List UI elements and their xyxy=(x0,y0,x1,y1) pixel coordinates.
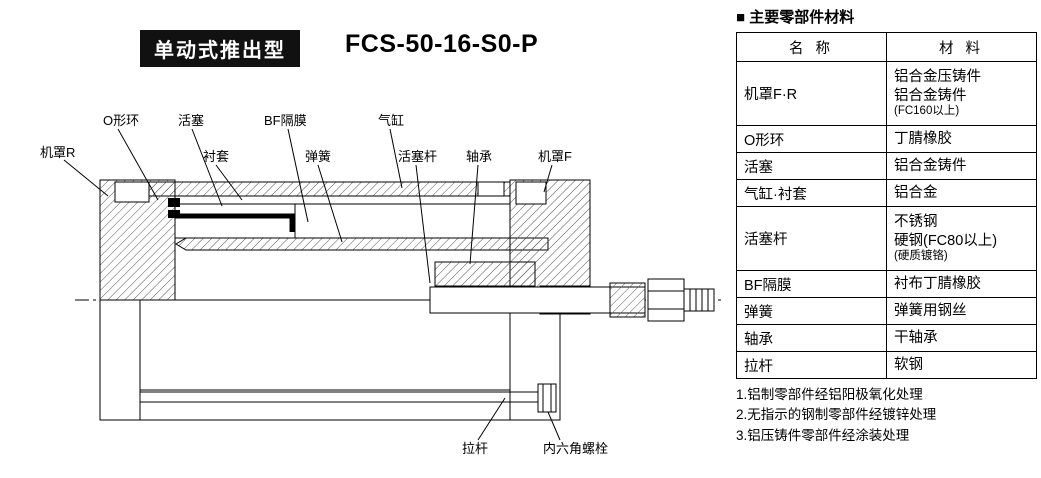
part-material: 丁腈橡胶 xyxy=(894,130,952,147)
port-boss-f xyxy=(477,181,505,197)
label-bf-diaphragm: BF隔膜 xyxy=(264,113,307,128)
table-row: 气缸·衬套 铝合金 xyxy=(736,179,1037,207)
piston-rod-part xyxy=(429,286,646,314)
hex-socket-bolt-part xyxy=(537,383,557,413)
part-material: 干轴承 xyxy=(894,329,938,346)
type-badge: 单动式推出型 xyxy=(140,30,300,67)
materials-panel: ■ 主要零部件材料 名 称 材 料 机罩F·R 铝合金压铸件 铝合金铸件 (FC… xyxy=(736,6,1038,446)
label-cylinder: 气缸 xyxy=(378,113,404,128)
table-row: O形环 丁腈橡胶 xyxy=(736,125,1037,153)
table-row: BF隔膜 衬布丁腈橡胶 xyxy=(736,270,1037,298)
part-material: 铝合金 xyxy=(894,184,938,201)
bearing-part xyxy=(434,261,536,287)
o-ring-part xyxy=(168,198,180,207)
part-material: 弹簧用钢丝 xyxy=(894,302,967,319)
table-row: 机罩F·R 铝合金压铸件 铝合金铸件 (FC160以上) xyxy=(736,61,1037,126)
label-hex-socket-bolt: 内六角螺栓 xyxy=(543,441,608,456)
part-name: 拉杆 xyxy=(736,351,887,379)
label-spring: 弹簧 xyxy=(305,149,331,164)
model-number: FCS-50-16-S0-P xyxy=(345,30,539,58)
cylinder-cross-section-diagram: 机罩R O形环 活塞 衬套 BF隔膜 弹簧 气缸 活塞杆 轴承 机罩F 拉杆 内… xyxy=(40,113,725,456)
material-note: (FC160以上) xyxy=(894,104,960,117)
table-row: 弹簧 弹簧用钢丝 xyxy=(736,297,1037,325)
label-bushing: 衬套 xyxy=(203,149,229,164)
part-material: 衬布丁腈橡胶 xyxy=(894,275,981,292)
bushing-liner xyxy=(174,195,511,205)
part-name: 弹簧 xyxy=(736,297,887,325)
table-row: 活塞杆 不锈钢 硬钢(FC80以上) (硬质镀铬) xyxy=(736,206,1037,271)
label-cover-f: 机罩F xyxy=(538,149,572,164)
cylinder-body xyxy=(99,179,715,421)
table-row: 拉杆 软钢 xyxy=(736,351,1037,379)
footnote: 2.无指示的钢制零部件经镀锌处理 xyxy=(736,407,937,423)
part-material: 软钢 xyxy=(894,356,923,373)
materials-table: 名 称 材 料 机罩F·R 铝合金压铸件 铝合金铸件 (FC160以上) O形环… xyxy=(736,32,1037,379)
table-row: 活塞 铝合金铸件 xyxy=(736,152,1037,180)
piston-part xyxy=(174,203,296,239)
part-name: O形环 xyxy=(736,125,887,153)
spring-part xyxy=(175,237,549,251)
column-header-material: 材 料 xyxy=(886,32,1037,62)
rod-thread xyxy=(683,288,715,312)
part-material: 铝合金压铸件 铝合金铸件 xyxy=(894,69,981,104)
materials-table-title: ■ 主要零部件材料 xyxy=(736,9,855,26)
label-o-ring: O形环 xyxy=(103,113,139,128)
label-tie-rod: 拉杆 xyxy=(462,441,488,456)
part-material: 不锈钢 硬钢(FC80以上) xyxy=(894,214,998,249)
footnote: 1.铝制零部件经铝阳极氧化处理 xyxy=(736,387,923,402)
part-name: 活塞杆 xyxy=(736,206,887,271)
table-row: 轴承 干轴承 xyxy=(736,324,1037,352)
leader-lines xyxy=(63,128,561,441)
part-name: 活塞 xyxy=(736,152,887,180)
part-material: 铝合金铸件 xyxy=(894,157,967,174)
column-header-name: 名 称 xyxy=(736,32,887,62)
rod-end-nut xyxy=(647,278,685,322)
material-note: (硬质镀铬) xyxy=(894,249,948,262)
label-cover-r: 机罩R xyxy=(40,145,75,160)
bf-diaphragm-part xyxy=(175,213,295,232)
footnote: 3.铝压铸件零部件经涂装处理 xyxy=(736,427,910,443)
label-piston-rod: 活塞杆 xyxy=(398,149,437,164)
part-name: 轴承 xyxy=(736,324,887,352)
part-name: BF隔膜 xyxy=(736,270,887,298)
table-header-row: 名 称 材 料 xyxy=(736,32,1037,62)
label-piston: 活塞 xyxy=(178,113,204,128)
part-name: 机罩F·R xyxy=(736,61,887,126)
part-labels: 机罩R O形环 活塞 衬套 BF隔膜 弹簧 气缸 活塞杆 轴承 机罩F 拉杆 内… xyxy=(40,113,608,456)
label-bearing: 轴承 xyxy=(466,149,492,164)
part-name: 气缸·衬套 xyxy=(736,179,887,207)
footnotes: 1.铝制零部件经铝阳极氧化处理 2.无指示的钢制零部件经镀锌处理 3.铝压铸件零… xyxy=(736,385,1038,446)
